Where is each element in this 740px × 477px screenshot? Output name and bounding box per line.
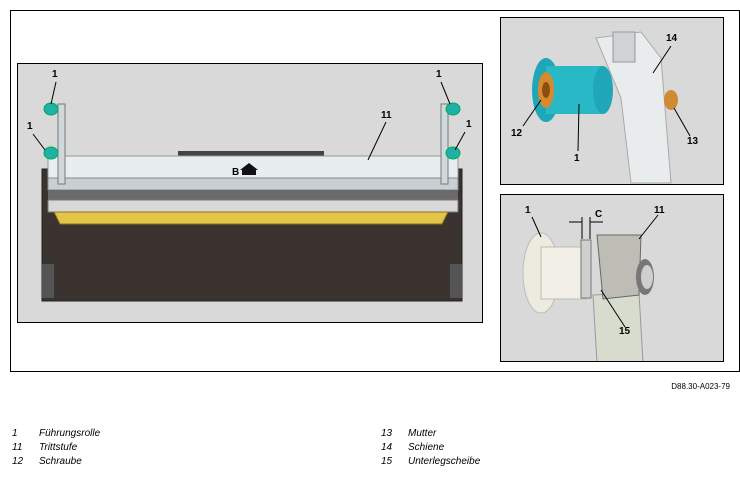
legend-number: 1 [12, 428, 18, 439]
callout-clearance: C [595, 209, 603, 220]
legend-left: 1 Führungsrolle 11 Trittstufe 12 Schraube [12, 427, 100, 469]
callout-view-b: B [232, 167, 240, 178]
detail-guide-roller-assembly: 14 12 1 13 [500, 17, 724, 185]
legend-right: 13 Mutter 14 Schiene 15 Unterlegscheibe [381, 427, 480, 469]
legend-label: Unterlegscheibe [408, 456, 481, 467]
guide-roller-bottom-right [445, 146, 461, 160]
detail-clearance-check: 1 C 11 15 [500, 194, 724, 362]
callout-roller-tr-top: 1 [436, 69, 442, 80]
callout-screw: 12 [511, 128, 523, 139]
view-arrow-icon [240, 163, 258, 175]
legend-item: 13 Mutter [381, 427, 480, 441]
callout-roller-tr-bottom: 1 [466, 119, 472, 130]
guide-roller-top-right [445, 102, 461, 116]
legend-label: Mutter [408, 428, 437, 439]
legend-item: 14 Schiene [381, 441, 480, 455]
callout-roller: 1 [574, 153, 580, 164]
callout-washer: 15 [619, 326, 631, 337]
legend-number: 14 [381, 442, 393, 453]
legend-label: Schiene [408, 442, 445, 453]
callout-nut: 13 [687, 136, 699, 147]
callout-step: 11 [381, 110, 392, 121]
legend-number: 12 [12, 456, 24, 467]
guide-roller-bottom-left [43, 146, 59, 160]
legend-item: 11 Trittstufe [12, 441, 100, 455]
legend-label: Trittstufe [39, 442, 78, 453]
legend-number: 11 [12, 442, 23, 453]
legend-item: 15 Unterlegscheibe [381, 455, 480, 469]
callout-roller-tl-top: 1 [52, 69, 58, 80]
step-overview-illustration: 1 1 1 1 11 B [17, 63, 483, 323]
legend-item: 12 Schraube [12, 455, 100, 469]
callout-rail: 14 [666, 33, 678, 44]
callout-roller-tl-bottom: 1 [27, 121, 33, 132]
callout-roller-b: 1 [525, 205, 531, 216]
legend-item: 1 Führungsrolle [12, 427, 100, 441]
callout-step-b: 11 [654, 205, 665, 216]
drawing-code: D88.30-A023-79 [671, 382, 730, 391]
legend-number: 15 [381, 456, 393, 467]
legend-number: 13 [381, 428, 393, 439]
legend-label: Schraube [39, 456, 82, 467]
legend-label: Führungsrolle [39, 428, 101, 439]
